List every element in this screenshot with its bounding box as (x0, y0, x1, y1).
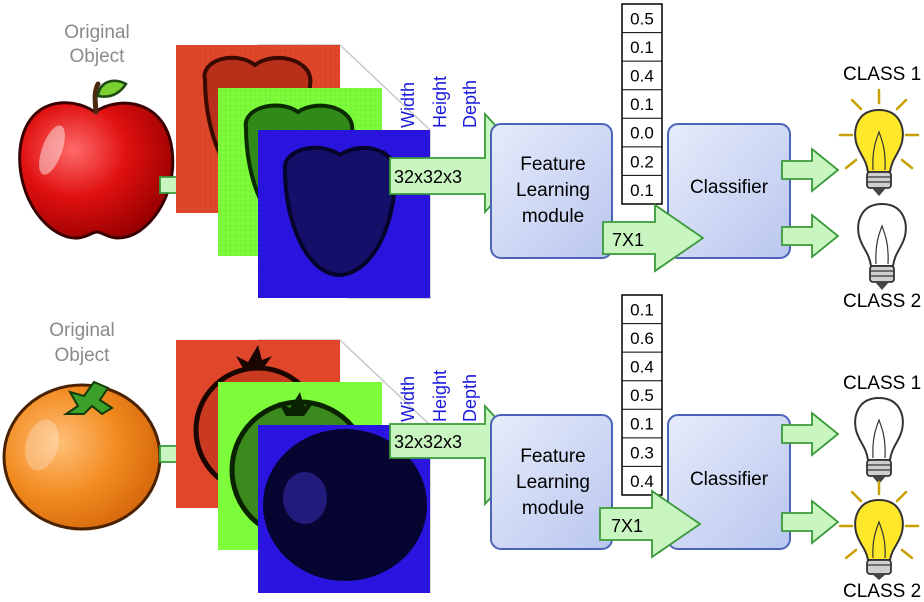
classifier-box (667, 414, 791, 550)
lightbulb-lit-icon (838, 480, 920, 580)
feature-value: 0.1 (630, 38, 654, 57)
original-label-line2: Object (55, 345, 111, 366)
dim-depth: Depth (460, 80, 480, 128)
vector-size-label: 7X1 (612, 230, 644, 250)
dim-width: Width (398, 82, 418, 128)
class1-label: CLASS 1 (843, 373, 921, 394)
feature-value: 0.1 (630, 95, 654, 114)
dim-height: Height (430, 370, 450, 422)
original-label-line1: Original (64, 22, 129, 43)
dim-depth: Depth (460, 374, 480, 422)
orange-image (2, 380, 162, 531)
class1-arrow (781, 147, 840, 193)
class2-arrow (781, 213, 840, 259)
row-orange: Original Object Width Height Depth (2, 294, 921, 602)
class1-label: CLASS 1 (843, 64, 921, 85)
feature-vector: 0.1 0.6 0.4 0.5 0.1 0.3 0.4 (621, 294, 663, 496)
feature-value: 0.1 (630, 181, 654, 200)
module-label-line1: Feature (520, 446, 585, 467)
feature-value: 0.3 (630, 443, 654, 462)
classifier-label: Classifier (690, 177, 769, 198)
classifier-label: Classifier (690, 469, 769, 490)
module-label-line2: Learning (516, 180, 590, 201)
class1-arrow (781, 411, 840, 457)
class2-label: CLASS 2 (843, 291, 921, 312)
module-label-line3: module (522, 206, 584, 227)
feature-value: 0.1 (630, 415, 654, 434)
dim-height: Height (430, 76, 450, 128)
feature-value: 0.4 (630, 67, 654, 86)
feature-learning-module (490, 414, 613, 550)
feature-value: 0.2 (630, 152, 654, 171)
module-label-line2: Learning (516, 472, 590, 493)
classifier-box (667, 123, 791, 259)
class2-label: CLASS 2 (843, 581, 921, 602)
feature-vector: 0.5 0.1 0.4 0.1 0.0 0.2 0.1 (621, 3, 663, 205)
input-size-label: 32x32x3 (394, 432, 462, 452)
feature-value: 0.1 (630, 301, 654, 320)
lightbulb-lit-icon (838, 88, 920, 196)
original-label-line1: Original (49, 320, 114, 341)
row-apple: Original Object Width Height Depth (18, 3, 921, 312)
original-label-line2: Object (70, 46, 126, 67)
channel-stack (176, 44, 431, 299)
apple-image (18, 79, 175, 240)
module-label-line3: module (522, 498, 584, 519)
feature-value: 0.6 (630, 329, 654, 348)
channel-stack (176, 339, 431, 593)
vector-size-arrow (599, 489, 702, 559)
class2-arrow (781, 499, 840, 545)
feature-value: 0.0 (630, 124, 654, 143)
feature-value: 0.4 (630, 472, 654, 491)
input-size-label: 32x32x3 (394, 167, 462, 187)
feature-value: 0.5 (630, 10, 654, 29)
feature-value: 0.4 (630, 358, 654, 377)
feature-learning-module (490, 123, 613, 259)
module-label-line1: Feature (520, 154, 585, 175)
vector-size-arrow (602, 203, 705, 273)
feature-value: 0.5 (630, 386, 654, 405)
vector-size-label: 7X1 (611, 516, 643, 536)
dim-width: Width (398, 376, 418, 422)
lightbulb-unlit-icon (854, 396, 904, 484)
lightbulb-unlit-icon (857, 202, 907, 290)
